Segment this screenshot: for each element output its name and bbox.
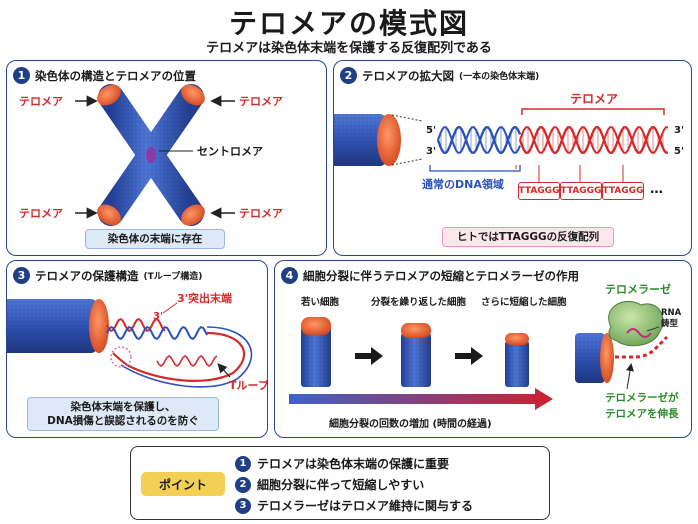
panel3-note: 染色体末端を保護し、 DNA損傷と誤認されるのを防ぐ (27, 397, 219, 431)
dna-strand (518, 126, 668, 154)
dna-strand (112, 331, 245, 382)
rna-template (626, 328, 652, 338)
chromosome-shortened (505, 333, 529, 387)
telomere-label-br: テロメア (239, 207, 283, 220)
time-gradient-arrow (289, 388, 553, 410)
panel-heading: テロメアの保護構造 (35, 268, 139, 283)
stage-label-shortened: さらに短縮した細胞 (481, 296, 567, 308)
dna-strand (437, 126, 521, 154)
point-badge: ポイント (141, 472, 225, 496)
panel-heading: 細胞分裂に伴うテロメアの短縮とテロメラーゼの作用 (303, 268, 579, 283)
repeat-ellipsis: … (650, 182, 663, 197)
key-points-list: 1 テロメアは染色体末端の保護に重要 2 細胞分裂に伴って短縮しやすい 3 テロ… (235, 453, 473, 516)
chromosome-end (334, 114, 401, 166)
dna-helix-telomere (518, 126, 668, 154)
chromosome-end (7, 299, 109, 353)
dna-strand (120, 326, 253, 388)
telomere-cap-bl (97, 204, 121, 226)
key-point-item: 3 テロメラーゼはテロメア維持に関与する (235, 495, 473, 516)
dna-closeup-illustration: テロメア 通常のDNA領域 5' 3' 3' 5' (334, 92, 684, 191)
chromosome-with-telomerase (575, 333, 614, 383)
five-prime-left: 5' (426, 125, 436, 136)
tloop-illustration: 3'突出末端 3' Tループ (7, 291, 268, 392)
point-number-badge: 1 (235, 455, 251, 472)
centromere (146, 147, 156, 163)
dna-strand (106, 325, 208, 341)
page-subtitle: テロメアは染色体末端を保護する反復配列である (206, 41, 492, 56)
key-point-text: 細胞分裂に伴って短縮しやすい (257, 478, 425, 492)
telomere-region-label: テロメア (570, 92, 618, 106)
step-number-badge: 1 (13, 67, 30, 84)
repeat-box: TTAGGG (560, 182, 602, 200)
page-title: テロメアの模式図 (228, 7, 469, 40)
key-point-item: 1 テロメアは染色体末端の保護に重要 (235, 453, 473, 474)
panel3-note-line2: DNA損傷と誤認されるのを防ぐ (47, 415, 199, 427)
three-prime-right: 3' (674, 125, 684, 136)
step-number-badge: 4 (281, 267, 298, 284)
overhang-label: 3'突出末端 (177, 291, 232, 305)
tloop-junction-highlight (110, 346, 132, 368)
telomerase-caption-line2: テロメアを伸長 (605, 407, 679, 420)
dna-strand (156, 355, 218, 367)
panel-header: 4 細胞分裂に伴うテロメアの短縮とテロメラーゼの作用 (281, 267, 579, 284)
time-arrow-label: 細胞分裂の回数の増加 (時間の経過) (329, 417, 492, 430)
telomere-cap-tl (97, 84, 121, 106)
stage-label-divided: 分裂を繰り返した細胞 (371, 296, 467, 308)
progress-arrow-1 (355, 347, 383, 365)
panel-telomere-shortening: 4 細胞分裂に伴うテロメアの短縮とテロメラーゼの作用 若い細胞 分裂を繰り返した… (274, 260, 692, 438)
telomerase-label: テロメラーゼ (605, 282, 671, 296)
telomere-cap-br (181, 204, 205, 226)
panel-header: 1 染色体の構造とテロメアの位置 (13, 67, 196, 84)
chromosome-young (301, 317, 331, 387)
tloop-label: Tループ (229, 378, 268, 392)
telomerase-enzyme (608, 300, 664, 347)
extended-strand (615, 335, 669, 359)
rna-label-line1: RNA (661, 308, 682, 318)
dna-strand (106, 317, 166, 333)
panel-heading-sub: (一本の染色体末端) (459, 72, 540, 82)
key-points-box: ポイント 1 テロメアは染色体末端の保護に重要 2 細胞分裂に伴って短縮しやすい… (130, 446, 550, 520)
panel-telomere-closeup: 2 テロメアの拡大図 (一本の染色体末端) テロメア 通常のDNA領域 5' 3… (333, 60, 692, 256)
progress-arrow-2 (455, 347, 483, 365)
rna-label-line2: 鋳型 (661, 318, 679, 329)
tloop-dna (106, 317, 253, 388)
telomere-label-tl: テロメア (19, 95, 63, 108)
panel-header: 3 テロメアの保護構造 (Tループ構造) (13, 267, 202, 284)
panel3-note-line1: 染色体末端を保護し、 (70, 400, 176, 413)
three-prime-label: 3' (153, 311, 163, 322)
panel-heading: テロメアの拡大図 (362, 68, 454, 83)
panel-chromosome-structure: 1 染色体の構造とテロメアの位置 テロメア テロメア テロメア テロメア セント… (6, 60, 327, 256)
repeat-box: TTAGGG (518, 182, 560, 200)
key-point-text: テロメラーゼはテロメア維持に関与する (257, 499, 474, 513)
telomerase-caption-line1: テロメラーゼが (605, 391, 679, 404)
step-number-badge: 2 (340, 67, 357, 84)
normal-region-label: 通常のDNA領域 (422, 177, 504, 191)
point-number-badge: 3 (235, 497, 251, 514)
panel1-note: 染色体の末端に存在 (85, 229, 225, 249)
step-number-badge: 3 (13, 267, 30, 284)
panel2-note: ヒトではTTAGGGの反復配列 (442, 227, 614, 247)
dna-strand (519, 126, 668, 154)
chromosome-divided (401, 323, 431, 387)
panel-heading: 染色体の構造とテロメアの位置 (35, 68, 196, 83)
panel-header: 2 テロメアの拡大図 (一本の染色体末端) (340, 67, 539, 84)
panel-tloop-structure: 3 テロメアの保護構造 (Tループ構造) 3'突出末端 3' Tループ 染色体末… (6, 260, 268, 438)
point-number-badge: 2 (235, 476, 251, 493)
repeat-box: TTAGGG (602, 182, 644, 200)
five-prime-right: 5' (674, 146, 684, 157)
telomere-label-bl: テロメア (19, 207, 63, 220)
panel-heading-sub: (Tループ構造) (143, 272, 203, 282)
telomere-cap-tr (181, 84, 205, 106)
shortening-illustration: 若い細胞 分裂を繰り返した細胞 さらに短縮した細胞 細胞分裂の回数の増加 (時間… (289, 282, 682, 430)
dna-helix-normal (436, 126, 522, 154)
chromosome-illustration: テロメア テロメア テロメア テロメア セントロメア (19, 84, 283, 226)
centromere-label: セントロメア (197, 145, 263, 158)
stage-label-young: 若い細胞 (300, 296, 340, 308)
telomere-label-tr: テロメア (239, 95, 283, 108)
key-point-text: テロメアは染色体末端の保護に重要 (257, 457, 450, 471)
key-point-item: 2 細胞分裂に伴って短縮しやすい (235, 474, 473, 495)
three-prime-left: 3' (426, 146, 436, 157)
